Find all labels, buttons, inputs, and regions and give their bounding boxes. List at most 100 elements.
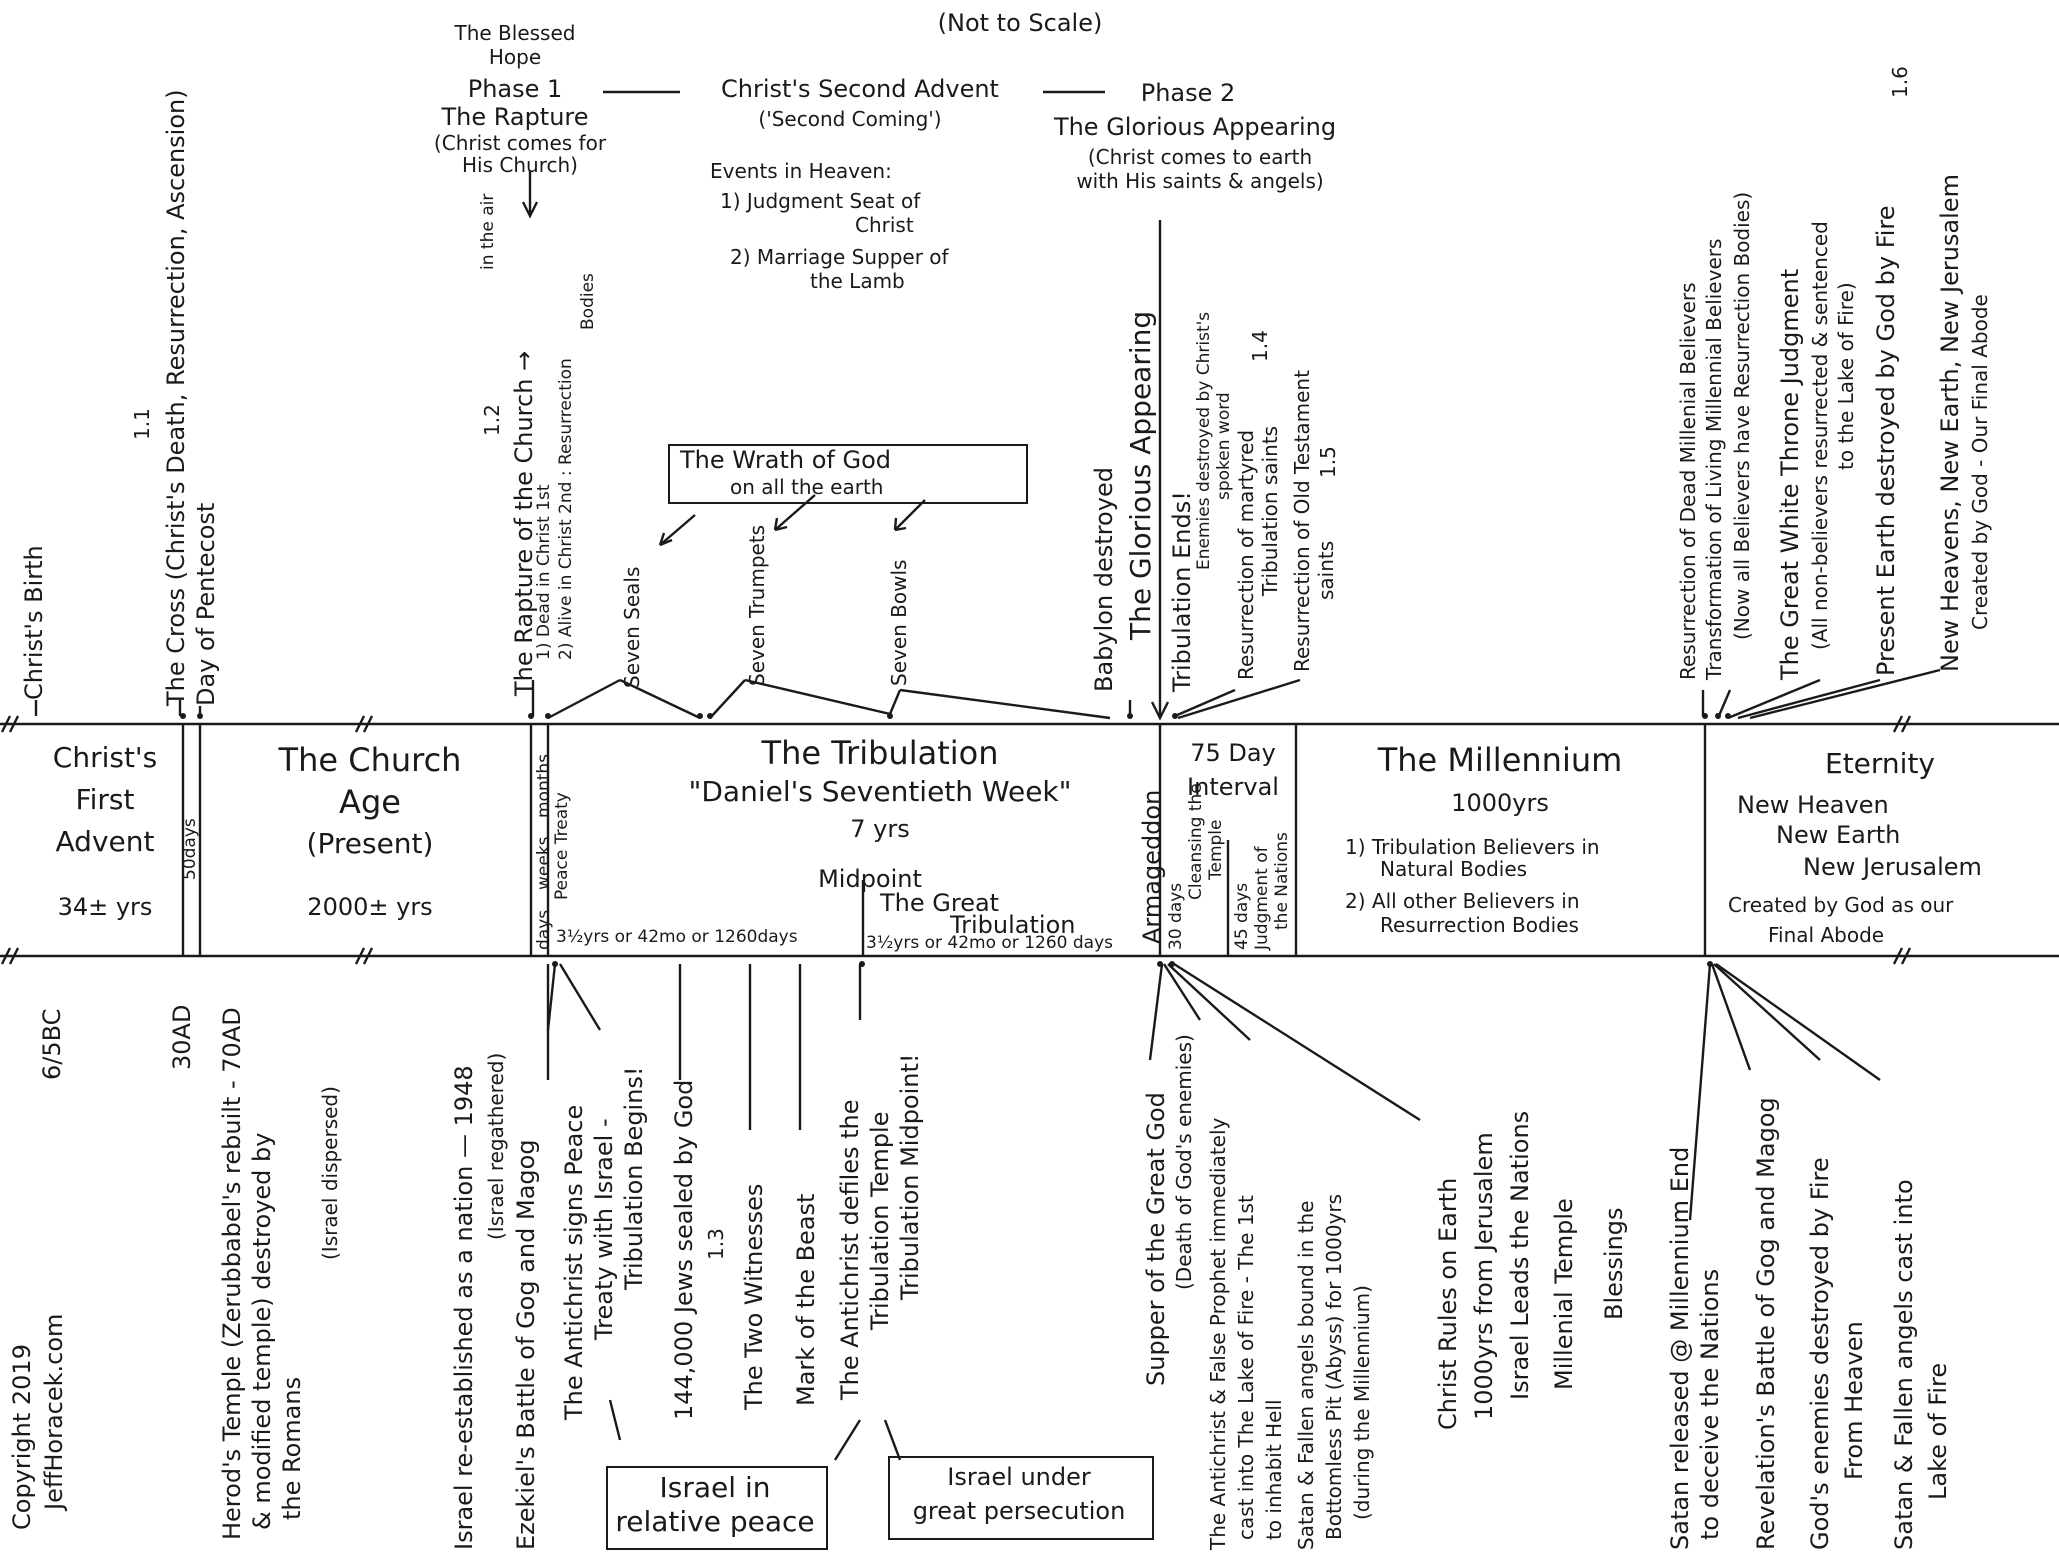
interval-45-days: 45 days xyxy=(1232,882,1252,950)
event-seven-bowls: Seven Bowls xyxy=(887,559,911,686)
satan-cast-2: Lake of Fire xyxy=(1924,1362,1952,1500)
gap-peace-treaty: Peace Treaty xyxy=(552,792,572,900)
event-martyred-2: Tribulation saints xyxy=(1258,425,1282,596)
interval-judgment-1: Judgment of xyxy=(1252,846,1272,950)
herod-temple-2: & modified temple) destroyed by xyxy=(248,1132,276,1530)
antichrist-treaty-3: Tribulation Begins! xyxy=(620,1066,648,1290)
heaven-item1a: 1) Judgment Seat of xyxy=(720,189,921,213)
event-earth-destroyed: Present Earth destroyed by God by Fire xyxy=(1872,205,1900,676)
millennium-b1a: 1) Tribulation Believers in xyxy=(1345,835,1600,859)
event-trib-ends: Tribulation Ends! xyxy=(1168,491,1196,692)
eternity-l1: New Heaven xyxy=(1737,791,1889,819)
event-cross-number: 1.1 xyxy=(130,408,154,440)
heaven-title: Events in Heaven: xyxy=(710,159,892,183)
interval-cleansing-2: Temple xyxy=(1206,819,1226,881)
fifty-days-label: 50days xyxy=(180,818,200,880)
eternity-l2: New Earth xyxy=(1776,821,1901,849)
interval-l1: 75 Day xyxy=(1190,739,1276,767)
event-transform-2: (Now all Believers have Resurrection Bod… xyxy=(1730,191,1754,640)
interval-l2: Interval xyxy=(1187,773,1279,801)
false-prophet-1: The Antichrist & False Prophet immediate… xyxy=(1206,1117,1230,1550)
event-dead-millennial: Resurrection of Dead Millenial Believers xyxy=(1676,282,1700,680)
church-age-l1: The Church xyxy=(278,741,462,779)
ezekiel-gog-magog: Ezekiel's Battle of Gog and Magog xyxy=(512,1139,540,1550)
wrath-line1: The Wrath of God xyxy=(680,446,892,474)
phase1-top2: Hope xyxy=(488,45,542,69)
eternity-l3: New Jerusalem xyxy=(1803,853,1982,881)
millennium-title: The Millennium xyxy=(1377,741,1623,779)
israel-dispersed: (Israel dispersed) xyxy=(318,1086,342,1260)
wrath-line2: on all the earth xyxy=(730,475,884,499)
phase1-label: Phase 1 xyxy=(467,75,563,103)
eternity-title: Eternity xyxy=(1825,747,1935,780)
wrath-box xyxy=(668,444,1028,504)
first-advent-l2: First xyxy=(75,783,135,816)
millennium-b1b: Natural Bodies xyxy=(1380,857,1528,881)
advent-title: Christ's Second Advent xyxy=(721,75,999,103)
phase2-name: The Glorious Appearing xyxy=(1053,113,1337,141)
event-white-throne-1: The Great White Throne Judgment xyxy=(1776,268,1804,680)
event-trib-ends-3: spoken word xyxy=(1214,392,1234,500)
phase1-desc2: His Church) xyxy=(462,153,578,177)
satan-bound-1: Satan & Fallen angels bound in the xyxy=(1294,1200,1318,1550)
millennium-b2a: 2) All other Believers in xyxy=(1345,889,1580,913)
mark-of-beast: Mark of the Beast xyxy=(792,1193,820,1406)
revelation-gog-magog: Revelation's Battle of Gog and Magog xyxy=(1752,1097,1780,1550)
satan-released-2: to deceive the Nations xyxy=(1696,1268,1724,1540)
great-persecution-1: Israel under xyxy=(947,1463,1091,1491)
interval-30-days: 30 days xyxy=(1166,882,1186,950)
heaven-item2b: the Lamb xyxy=(810,269,905,293)
herod-temple-3: the Romans xyxy=(278,1376,306,1520)
great-persecution-box xyxy=(888,1456,1154,1540)
millennium-b2b: Resurrection Bodies xyxy=(1380,913,1579,937)
copyright: Copyright 2019 xyxy=(8,1344,36,1530)
event-seven-seals: Seven Seals xyxy=(620,566,644,688)
event-transform-1: Transformation of Living Millennial Beli… xyxy=(1702,238,1726,680)
event-new-heavens: New Heavens, New Earth, New Jerusalem xyxy=(1936,174,1964,672)
event-christs-birth: Christ's Birth xyxy=(20,545,48,700)
enemies-destroyed-2: From Heaven xyxy=(1840,1321,1868,1480)
satan-released-1: Satan released @ Millennium End xyxy=(1666,1146,1694,1550)
antichrist-defiles-3: Tribulation Midpoint! xyxy=(896,1053,924,1300)
tribulation-years: 7 yrs xyxy=(850,815,910,843)
event-new-heavens-2: Created by God - Our Final Abode xyxy=(1968,294,1992,630)
tribulation-midpoint: Midpoint xyxy=(818,865,922,893)
event-rapture-d3: Bodies xyxy=(578,273,598,330)
israel-re-established: Israel re-established as a nation — 1948 xyxy=(450,1065,478,1550)
date-30ad: 30AD xyxy=(168,1004,196,1070)
copyright-site: JeffHoracek.com xyxy=(40,1313,68,1510)
great-tribulation-2: Tribulation xyxy=(950,911,1076,939)
antichrist-treaty-2: Treaty with Israel - xyxy=(590,1118,618,1340)
israel-regathered: (Israel regathered) xyxy=(484,1052,508,1240)
two-witnesses: The Two Witnesses xyxy=(740,1183,768,1410)
advent-subtitle: ('Second Coming') xyxy=(758,107,942,131)
enemies-destroyed-1: God's enemies destroyed by Fire xyxy=(1806,1157,1834,1550)
church-age-l3: (Present) xyxy=(306,827,434,860)
interval-cleansing-1: Cleansing the xyxy=(1186,783,1206,900)
event-dead-millennial-number: 1.6 xyxy=(1888,66,1912,98)
date-6-5bc: 6/5BC xyxy=(38,1008,66,1080)
gap-days: days xyxy=(534,909,554,950)
event-white-throne-2: (All non-believers resurrected & sentenc… xyxy=(1808,221,1832,650)
event-white-throne-3: to the Lake of Fire) xyxy=(1834,282,1858,470)
first-advent-l1: Christ's xyxy=(52,741,158,774)
phase2-desc2: with His saints & angels) xyxy=(1076,169,1324,193)
event-trib-ends-2: Enemies destroyed by Christ's xyxy=(1194,311,1214,570)
church-age-years: 2000± yrs xyxy=(307,893,433,921)
phase2-label: Phase 2 xyxy=(1140,79,1236,107)
event-ot-2: saints xyxy=(1314,540,1338,600)
event-rapture-d1: 1) Dead in Christ 1st xyxy=(534,484,554,660)
event-pentecost: Day of Pentecost xyxy=(192,502,220,706)
phase1-name: The Rapture xyxy=(441,103,589,131)
millennial-temple-2: Blessings xyxy=(1600,1207,1628,1320)
heaven-item1b: Christ xyxy=(855,213,914,237)
church-age-l2: Age xyxy=(339,783,401,821)
chart-subtitle: (Not to Scale) xyxy=(937,9,1103,37)
event-seven-trumpets: Seven Trumpets xyxy=(745,524,769,686)
millennial-temple-1: Millenial Temple xyxy=(1550,1198,1578,1390)
phase2-desc1: (Christ comes to earth xyxy=(1087,145,1313,169)
millennium-years: 1000yrs xyxy=(1451,789,1549,817)
phase1-top: The Blessed xyxy=(454,21,576,45)
false-prophet-2: cast into The Lake of Fire - The 1st xyxy=(1234,1195,1258,1540)
event-glorious-appearing: The Glorious Appearing xyxy=(1124,310,1157,640)
